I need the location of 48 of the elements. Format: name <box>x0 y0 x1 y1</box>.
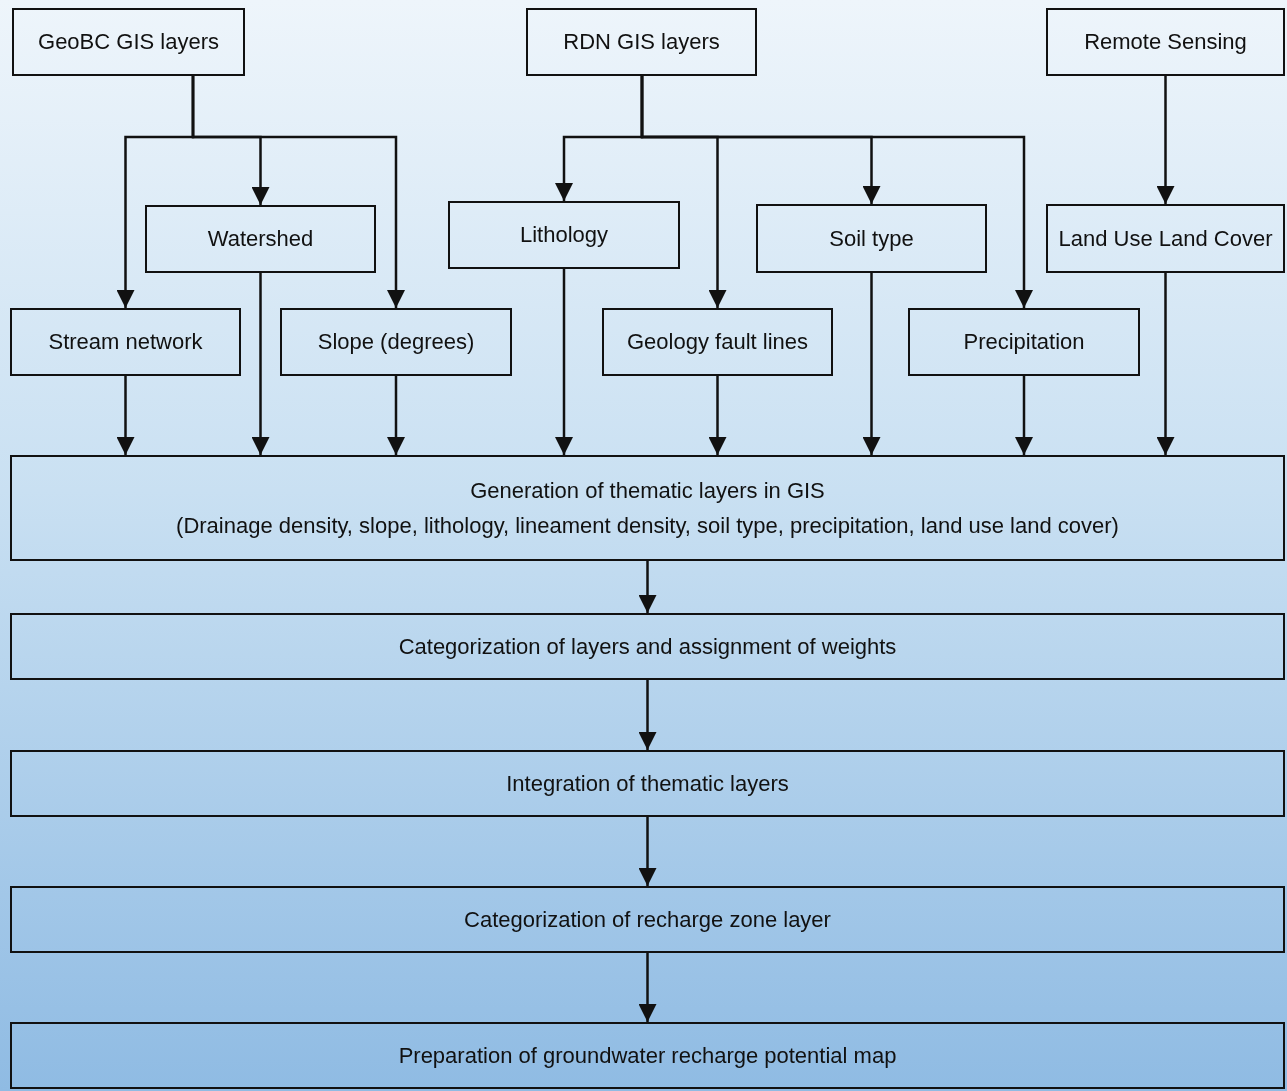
process-box <box>145 205 376 273</box>
arrow <box>191 76 405 308</box>
process-box <box>526 8 757 76</box>
box-label: Generation of thematic layers in GIS <box>470 476 825 505</box>
process-box <box>12 8 245 76</box>
box-label: Categorization of recharge zone layer <box>464 905 831 934</box>
arrow <box>638 817 657 886</box>
process-box <box>10 308 241 376</box>
process-box <box>756 204 987 273</box>
arrow <box>638 680 657 750</box>
box-label: Preparation of groundwater recharge potential map <box>398 1041 897 1070</box>
box-label: Integration of thematic layers <box>506 769 789 798</box>
box-label: Lithology <box>519 221 609 250</box>
process-box <box>280 308 512 376</box>
arrow <box>862 273 881 455</box>
process-box <box>1046 204 1285 273</box>
box-label: RDN GIS layers <box>563 28 720 57</box>
box-label: Watershed <box>207 225 314 254</box>
arrow <box>116 376 135 455</box>
box-label: Categorization of layers and assignment of weights <box>398 632 897 661</box>
arrow <box>638 953 657 1022</box>
box-label: Soil type <box>829 224 914 253</box>
process-box <box>10 886 1285 953</box>
box-label: Precipitation <box>963 328 1085 357</box>
box-label: (Drainage density, slope, lithology, lineament density, soil type, precipitation, land use land cover) <box>176 512 1119 540</box>
process-box <box>1046 8 1285 76</box>
box-label: Stream network <box>48 328 203 357</box>
process-box <box>602 308 833 376</box>
arrow <box>640 76 1033 308</box>
process-box <box>10 1022 1285 1089</box>
box-label: Slope (degrees) <box>317 328 475 357</box>
box-label: Remote Sensing <box>1084 28 1247 57</box>
process-box <box>10 750 1285 817</box>
arrow <box>638 561 657 613</box>
box-label: Land Use Land Cover <box>1058 224 1273 253</box>
process-box <box>448 201 680 269</box>
process-box <box>10 455 1285 561</box>
arrow <box>708 376 727 455</box>
arrow <box>1015 376 1033 455</box>
process-box <box>908 308 1140 376</box>
box-label: Geology fault lines <box>627 328 808 357</box>
process-box <box>10 613 1285 680</box>
arrow <box>555 269 573 455</box>
arrow <box>1156 273 1175 455</box>
box-label: GeoBC GIS layers <box>38 28 219 57</box>
arrow <box>251 273 270 455</box>
arrow <box>1156 76 1175 204</box>
arrow <box>387 376 405 455</box>
